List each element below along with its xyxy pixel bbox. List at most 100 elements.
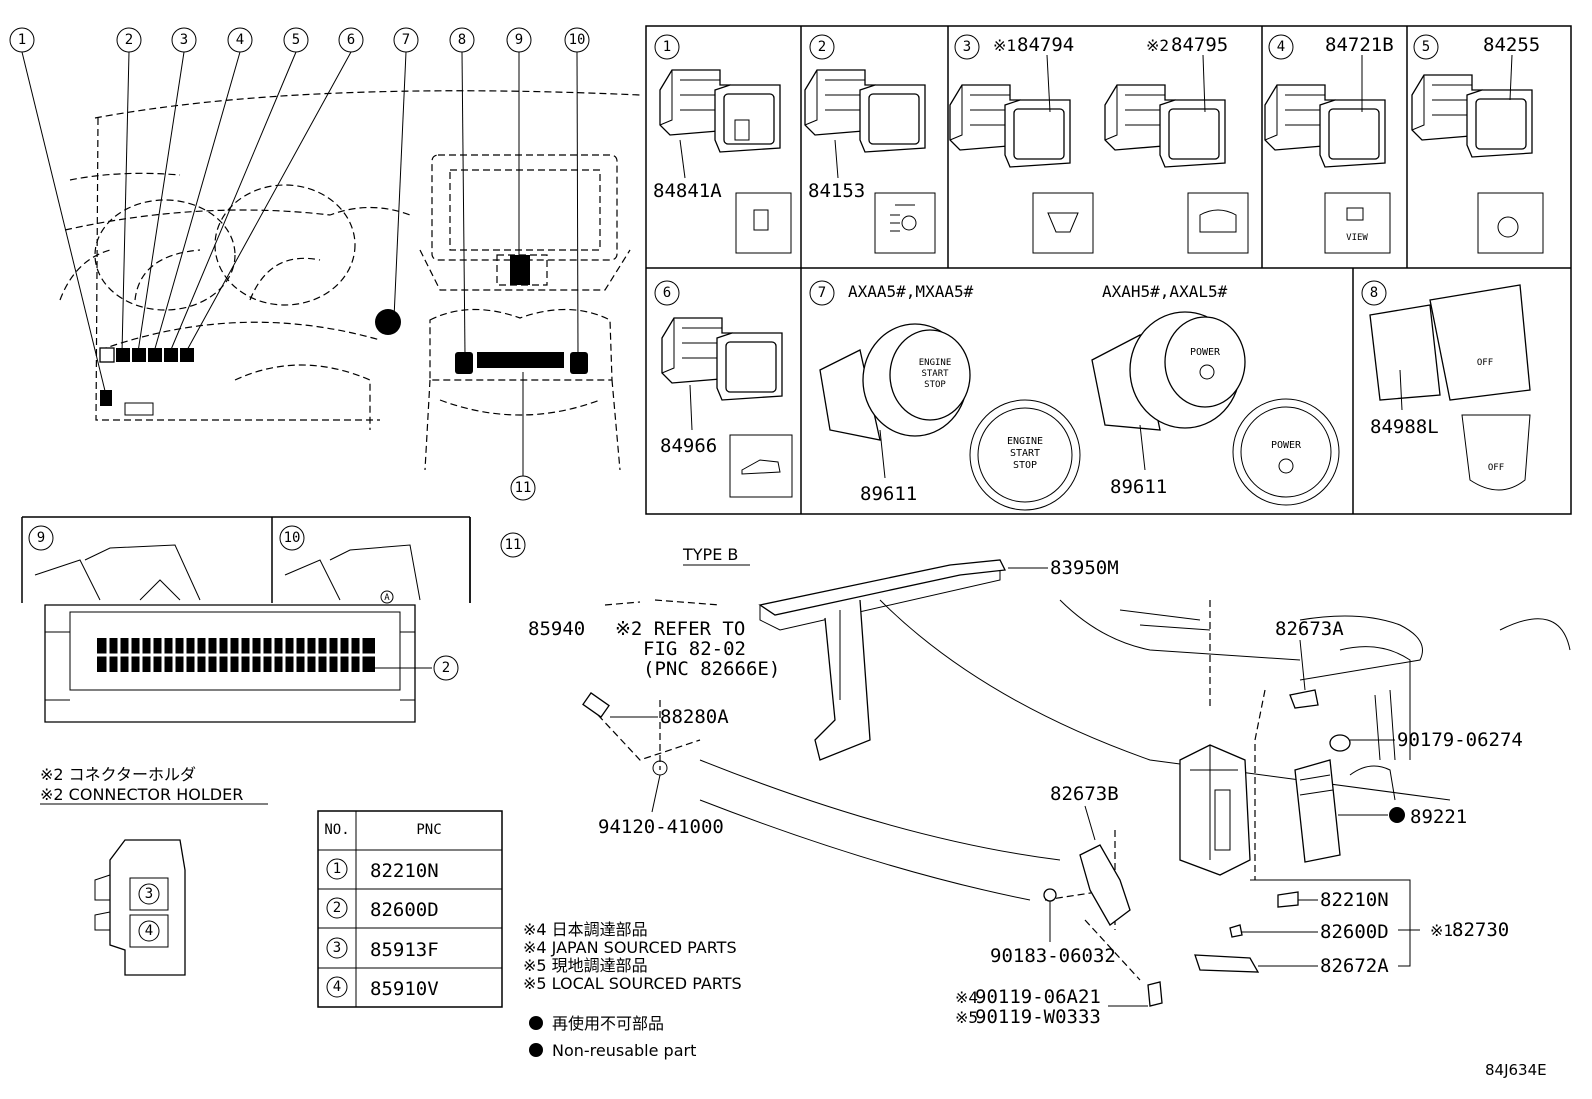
table-row[interactable]: 2 82600D <box>326 897 439 921</box>
part-90119-W0333[interactable]: 90119-W0333 <box>975 1006 1101 1028</box>
part-90183-06032[interactable]: 90183-06032 <box>990 945 1116 967</box>
part-85940[interactable]: 85940 <box>528 618 585 640</box>
part-84988L[interactable]: 84988L <box>1370 416 1439 438</box>
svg-text:※4: ※4 <box>955 988 978 1007</box>
front-defogger-icon <box>1032 192 1094 254</box>
panel-5-heated-steering-switch: 5 84255 <box>1411 34 1544 254</box>
panel-4-callout[interactable]: 4 <box>1268 34 1294 60</box>
part-82600D[interactable]: 82600D <box>1320 921 1389 943</box>
part-82673A[interactable]: 82673A <box>1275 618 1344 640</box>
panel-5-callout[interactable]: 5 <box>1413 34 1439 60</box>
table-row[interactable]: 1 82210N <box>326 858 439 882</box>
part-90179-06274[interactable]: 90179-06274 <box>1397 729 1523 751</box>
pnc-table: NO. PNC 1 82210N 2 82600D 3 85913F 4 859… <box>317 810 503 1008</box>
part-82730[interactable]: 82730 <box>1452 919 1509 941</box>
panel-7-callout[interactable]: 7 <box>809 280 835 306</box>
svg-text:OFF: OFF <box>1477 358 1493 368</box>
overview-callout-10[interactable]: 10 <box>564 27 590 53</box>
part-89611-a[interactable]: 89611 <box>860 483 917 505</box>
svg-text:4: 4 <box>1277 39 1285 55</box>
svg-text:8: 8 <box>1370 285 1378 301</box>
panel-10-callout[interactable]: 10 <box>279 525 305 551</box>
part-84153[interactable]: 84153 <box>808 180 865 202</box>
part-89611-b[interactable]: 89611 <box>1110 476 1167 498</box>
holder-callout-4[interactable]: 4 <box>138 920 160 942</box>
panel-2-callout[interactable]: 2 <box>809 34 835 60</box>
svg-text:3: 3 <box>333 940 341 956</box>
overview-callout-4[interactable]: 4 <box>227 27 253 53</box>
overview-callout-8[interactable]: 8 <box>449 27 475 53</box>
part-84794[interactable]: 84794 <box>1017 34 1074 56</box>
svg-text:1: 1 <box>663 39 671 55</box>
sourcing-notes: ※4 日本調達部品 ※4 JAPAN SOURCED PARTS ※5 現地調達… <box>523 920 742 993</box>
part-90119-06A21[interactable]: 90119-06A21 <box>975 986 1101 1008</box>
part-84966[interactable]: 84966 <box>660 435 717 457</box>
panels-9-10: 9 10 A <box>21 516 471 604</box>
panel-8-callout[interactable]: 8 <box>1361 280 1387 306</box>
part-88280A[interactable]: 88280A <box>660 706 729 728</box>
overview-callout-5[interactable]: 5 <box>283 27 309 53</box>
part-84255[interactable]: 84255 <box>1483 34 1540 56</box>
overview-callout-7[interactable]: 7 <box>393 27 419 53</box>
svg-text:POWER: POWER <box>1190 347 1221 358</box>
svg-text:ENGINE: ENGINE <box>919 358 952 368</box>
svg-text:8: 8 <box>458 32 466 48</box>
svg-text:※1: ※1 <box>993 36 1016 55</box>
part-94120-41000[interactable]: 94120-41000 <box>598 816 724 838</box>
part-84721B[interactable]: 84721B <box>1325 34 1394 56</box>
panel-1-callout[interactable]: 1 <box>654 34 680 60</box>
svg-text:ENGINE: ENGINE <box>1007 436 1043 447</box>
part-82210N[interactable]: 82210N <box>1320 889 1389 911</box>
svg-text:85910V: 85910V <box>370 978 439 1000</box>
svg-text:POWER: POWER <box>1271 440 1302 451</box>
overview-callout-3[interactable]: 3 <box>171 27 197 53</box>
part-84841A[interactable]: 84841A <box>653 180 722 202</box>
part-89221[interactable]: 89221 <box>1410 806 1467 828</box>
svg-text:11: 11 <box>515 480 532 496</box>
svg-text:1: 1 <box>18 32 26 48</box>
svg-text:6: 6 <box>347 32 355 48</box>
connector-holder: 2 ※2 コネクターホルダ ※2 CONNECTOR HOLDER 3 4 <box>40 604 459 976</box>
table-row[interactable]: 3 85913F <box>326 937 439 961</box>
panel-6-callout[interactable]: 6 <box>654 280 680 306</box>
part-84795[interactable]: 84795 <box>1171 34 1228 56</box>
non-reusable-dot-icon <box>529 1043 543 1057</box>
table-row[interactable]: 4 85910V <box>326 976 439 1000</box>
connector-callout-2[interactable]: 2 <box>433 655 459 681</box>
overview-callout-1[interactable]: 1 <box>9 27 35 53</box>
overview-callout-9[interactable]: 9 <box>506 27 532 53</box>
svg-text:5: 5 <box>292 32 300 48</box>
panel-11-callout[interactable]: 11 <box>500 532 526 558</box>
overview-callout-11[interactable]: 11 <box>510 475 536 501</box>
svg-text:2: 2 <box>333 900 341 916</box>
part-82673B[interactable]: 82673B <box>1050 783 1119 805</box>
refer-line-2: FIG 82-02 <box>643 638 746 660</box>
svg-text:11: 11 <box>505 537 522 553</box>
panel-9-callout[interactable]: 9 <box>28 525 54 551</box>
svg-text:AXAH5#,AXAL5#: AXAH5#,AXAL5# <box>1102 282 1228 301</box>
panel-3-callout[interactable]: 3 <box>954 34 980 60</box>
part-82672A[interactable]: 82672A <box>1320 955 1389 977</box>
vsc-off-icon <box>1461 414 1531 491</box>
svg-text:2: 2 <box>125 32 133 48</box>
overview-callout-2[interactable]: 2 <box>116 27 142 53</box>
svg-text:4: 4 <box>145 923 153 939</box>
panel-6-power-door-switch: 6 84966 <box>654 280 793 498</box>
switch-panels-grid <box>645 25 1572 515</box>
svg-text:※5: ※5 <box>955 1008 978 1027</box>
panel-3-defogger-switches: 3 ※1 84794 ※2 84795 <box>949 34 1249 254</box>
svg-text:10: 10 <box>569 32 586 48</box>
svg-text:VIEW: VIEW <box>1346 233 1368 243</box>
panel-7-push-start-switch: 7 AXAA5#,MXAA5# AXAH5#,AXAL5# ENGINE STA… <box>809 280 1340 511</box>
svg-text:6: 6 <box>663 285 671 301</box>
refer-line-1: ※2 REFER TO <box>615 618 745 640</box>
part-83950M[interactable]: 83950M <box>1050 557 1119 579</box>
overview-dashboard: 1 2 3 4 5 6 7 8 9 10 11 <box>9 27 641 501</box>
svg-text:1: 1 <box>333 861 341 877</box>
heated-steering-icon <box>1477 192 1544 254</box>
note-local-en: ※5 LOCAL SOURCED PARTS <box>523 974 742 993</box>
holder-callout-3[interactable]: 3 <box>138 883 160 905</box>
note-japan-en: ※4 JAPAN SOURCED PARTS <box>523 938 737 957</box>
overview-callout-6[interactable]: 6 <box>338 27 364 53</box>
svg-text:3: 3 <box>180 32 188 48</box>
